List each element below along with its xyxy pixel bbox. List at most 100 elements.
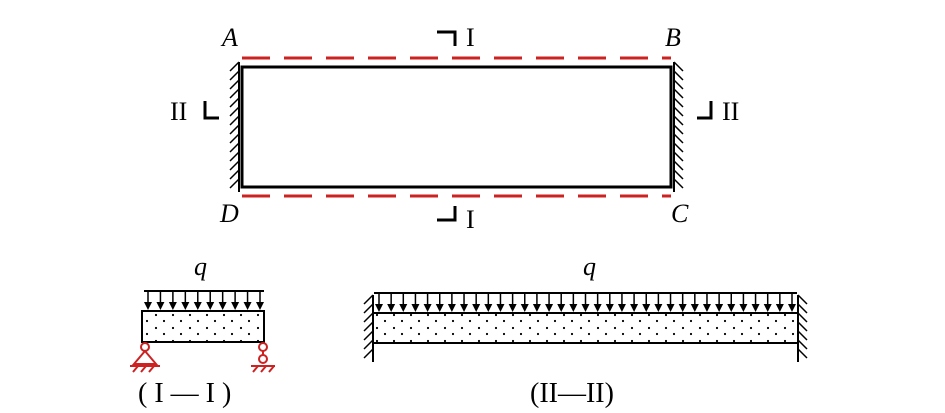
hatch-line	[797, 330, 808, 341]
section-mark-left-label: II	[170, 97, 187, 126]
fixed-wall-left	[229, 61, 240, 192]
hatch-line	[673, 169, 684, 180]
load-arrow-head	[387, 304, 396, 312]
hatch-line	[797, 312, 808, 323]
slab-outline	[240, 65, 673, 189]
section-2-2: q (II—II)	[363, 252, 808, 409]
load-arrow-head	[375, 304, 383, 312]
load-arrow-head	[605, 304, 614, 312]
load-arrow-head	[399, 304, 408, 312]
load-arrow-head	[654, 304, 663, 312]
section-2-slab	[372, 312, 799, 344]
hatch-line	[363, 303, 374, 314]
hatch-line	[229, 178, 240, 189]
load-arrow-head	[435, 304, 444, 312]
load-arrow-head	[678, 304, 687, 312]
load-arrow-head	[508, 304, 517, 312]
hatch-line	[673, 115, 684, 126]
section-2-caption: (II—II)	[530, 378, 614, 409]
corner-label-d: D	[219, 199, 239, 228]
load-arrow-head	[193, 302, 202, 310]
load-arrow-head	[702, 304, 711, 312]
pin-support	[130, 342, 160, 373]
section-marker-left: II	[170, 97, 219, 126]
roller-support	[251, 342, 275, 373]
hatch-line	[797, 294, 808, 305]
section-mark-top-label: I	[466, 23, 475, 52]
load-arrow-head	[460, 304, 469, 312]
hatch-line	[673, 133, 684, 144]
hatch-line	[229, 79, 240, 90]
load-arrow-head	[520, 304, 529, 312]
hatch-line	[673, 97, 684, 108]
load-arrow-head	[739, 304, 748, 312]
hatch-line	[673, 151, 684, 162]
hatch-line	[673, 61, 684, 72]
load-arrow-head	[581, 304, 590, 312]
load-arrow-head	[532, 304, 541, 312]
load-arrow-head	[727, 304, 736, 312]
load-arrow-head	[715, 304, 724, 312]
section-1-slab	[141, 310, 265, 343]
section-mark-right-label: II	[722, 97, 739, 126]
hatch-line	[363, 321, 374, 332]
hatch-line	[229, 142, 240, 153]
hatch-line	[229, 133, 240, 144]
section-2-load-label: q	[583, 252, 596, 281]
load-arrow-head	[788, 304, 796, 312]
load-arrow-head	[243, 302, 252, 310]
load-arrow-head	[447, 304, 456, 312]
section-1-caption: ( I — I )	[138, 378, 231, 409]
load-arrow-head	[690, 304, 699, 312]
load-arrow-head	[569, 304, 578, 312]
hatch-line	[673, 160, 684, 171]
load-arrow-head	[763, 304, 772, 312]
hatch-line	[673, 178, 684, 189]
hatch-line	[229, 115, 240, 126]
load-arrow-head	[617, 304, 626, 312]
load-arrow-head	[484, 304, 493, 312]
load-arrow-head	[411, 304, 420, 312]
hatch-line	[673, 88, 684, 99]
load-arrow-head	[630, 304, 639, 312]
hatch-line	[673, 70, 684, 81]
load-arrow-head	[168, 302, 177, 310]
hatch-line	[673, 106, 684, 117]
load-arrow-head	[423, 304, 432, 312]
section-marker-bottom: I	[437, 205, 475, 234]
hatch-line	[797, 348, 808, 359]
load-arrow-head	[144, 302, 152, 310]
load-arrow-head	[206, 302, 215, 310]
load-arrow-head	[231, 302, 240, 310]
hatch-line	[229, 169, 240, 180]
section-marker-right: II	[697, 97, 739, 126]
load-arrow-head	[545, 304, 554, 312]
hatch-line	[229, 160, 240, 171]
hatch-line	[363, 339, 374, 350]
hatch-line	[797, 339, 808, 350]
corner-label-a: A	[220, 23, 238, 52]
hatch-line	[229, 124, 240, 135]
load-arrow-head	[181, 302, 190, 310]
hatch-line	[363, 348, 374, 359]
hatch-line	[363, 294, 374, 305]
corner-label-b: B	[665, 23, 681, 52]
fixed-wall-left-section	[363, 294, 374, 362]
load-arrow-head	[642, 304, 651, 312]
corner-label-c: C	[671, 199, 689, 228]
fixed-wall-right	[673, 61, 684, 192]
section-1-load-label: q	[194, 252, 207, 281]
load-arrow-head	[256, 302, 264, 310]
load-arrow-head	[666, 304, 675, 312]
hatch-line	[363, 312, 374, 323]
hatch-line	[229, 70, 240, 81]
hatch-line	[673, 79, 684, 90]
section-1-load-arrows	[144, 291, 264, 310]
section-1-1: q ( I — I )	[130, 252, 275, 409]
section-marker-top: I	[437, 23, 475, 52]
fixed-wall-right-section	[797, 294, 808, 362]
load-arrow-head	[775, 304, 784, 312]
load-arrow-head	[751, 304, 760, 312]
load-arrow-head	[472, 304, 481, 312]
hatch-line	[229, 151, 240, 162]
